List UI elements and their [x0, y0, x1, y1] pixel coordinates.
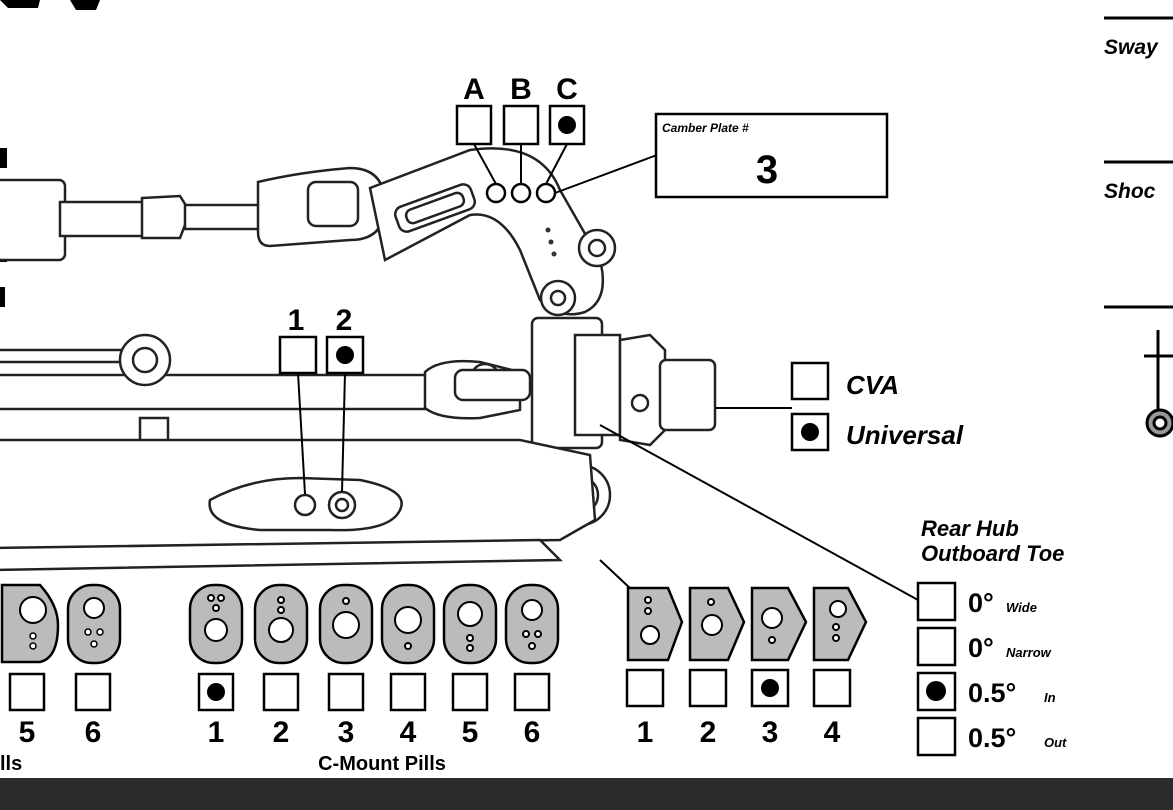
- rear-hub-title-line2: Outboard Toe: [921, 541, 1064, 566]
- hub-pill-2-checkbox[interactable]: [688, 668, 728, 708]
- lower-arm: [0, 438, 597, 572]
- hub-pill-number-4: 4: [824, 716, 841, 749]
- upper-camber-link: [0, 147, 617, 317]
- left-pill-6-checkbox[interactable]: [74, 672, 112, 712]
- camber-link-selected-dot: [558, 116, 576, 134]
- left-pill-5-checkbox[interactable]: [8, 672, 46, 712]
- camber-link-b-checkbox[interactable]: [502, 104, 540, 146]
- toe-wide-note: Wide: [1006, 600, 1037, 615]
- inner-mount-1-checkbox[interactable]: [278, 335, 318, 375]
- c-mount-pill-4-checkbox[interactable]: [389, 672, 427, 712]
- camber-link-a-checkbox[interactable]: [455, 104, 493, 146]
- hub-pill-number-3: 3: [762, 716, 779, 749]
- inner-mount-2-checkbox[interactable]: [325, 335, 365, 375]
- pill-6-shape: [66, 583, 122, 665]
- hub-pills: 1 2 3 4: [599, 559, 868, 749]
- cut-heading-fragment: [0, 0, 40, 8]
- left-pill-number-5: 5: [19, 716, 36, 749]
- camber-plate-title: Camber Plate #: [662, 121, 749, 135]
- camber-plate-value: 3: [756, 148, 778, 192]
- camber-link-selector: A B C: [455, 73, 658, 194]
- c-mount-number-3: 3: [338, 716, 355, 749]
- hub-pill-number-2: 2: [700, 716, 717, 749]
- toe-in-value: 0.5°: [968, 678, 1016, 708]
- left-pills: 5 6 lls: [0, 583, 122, 775]
- hub-pill-number-1: 1: [637, 716, 654, 749]
- left-pills-label-fragment: lls: [0, 753, 22, 775]
- hub-pill-1-checkbox[interactable]: [625, 668, 665, 708]
- c-mount-number-1: 1: [208, 716, 225, 749]
- driveshaft: [0, 333, 532, 462]
- camber-link-label-c: C: [556, 73, 578, 106]
- inner-mount-label-1: 1: [288, 304, 305, 337]
- c-mount-pills-label: C-Mount Pills: [318, 753, 446, 775]
- toe-in-note: In: [1044, 690, 1056, 705]
- driveshaft-selected-dot: [801, 423, 819, 441]
- rear-hub-toe-selector: Rear Hub Outboard Toe 0° Wide 0° Narrow …: [599, 424, 1067, 757]
- hub-pill-selected-dot: [761, 679, 779, 697]
- c-mount-number-2: 2: [273, 716, 290, 749]
- c-mount-pill-2-checkbox[interactable]: [262, 672, 300, 712]
- c-mount-selected-dot: [207, 683, 225, 701]
- driveshaft-universal-label: Universal: [846, 420, 964, 450]
- c-mount-number-5: 5: [462, 716, 479, 749]
- toe-out-value: 0.5°: [968, 723, 1016, 753]
- camber-link-label-b: B: [510, 73, 532, 106]
- driveshaft-selector: CVA Universal: [715, 361, 964, 452]
- toe-narrow-value: 0°: [968, 633, 994, 663]
- toe-narrow-note: Narrow: [1006, 645, 1052, 660]
- right-panel: Sway Shoc: [1104, 16, 1173, 438]
- inner-mount-selector: 1 2: [278, 304, 365, 495]
- camber-link-label-a: A: [463, 73, 485, 106]
- hub-pill-4-checkbox[interactable]: [812, 668, 852, 708]
- sway-bar-label: Sway: [1104, 36, 1159, 59]
- c-mount-pill-5-checkbox[interactable]: [451, 672, 489, 712]
- inner-mount-label-2: 2: [336, 304, 353, 337]
- c-mount-pill-3-checkbox[interactable]: [327, 672, 365, 712]
- c-mount-number-6: 6: [524, 716, 541, 749]
- camber-plate-box: Camber Plate # 3: [654, 112, 889, 199]
- toe-out-note: Out: [1044, 735, 1067, 750]
- toe-out-checkbox[interactable]: [916, 716, 957, 757]
- footer-bar: [0, 778, 1173, 810]
- toe-wide-checkbox[interactable]: [916, 581, 957, 622]
- cut-heading-fragment-2: [70, 0, 100, 10]
- rear-hub-title-line1: Rear Hub: [921, 516, 1019, 541]
- camber-holes-small: [545, 227, 557, 257]
- toe-narrow-checkbox[interactable]: [916, 626, 957, 667]
- c-mount-pill-6-checkbox[interactable]: [513, 672, 551, 712]
- toe-wide-value: 0°: [968, 588, 994, 618]
- driveshaft-cva-checkbox[interactable]: [790, 361, 830, 401]
- c-mount-pills: 1 2 3 4 5 6 C-Mount Pills: [188, 583, 560, 775]
- c-mount-number-4: 4: [400, 716, 417, 749]
- driveshaft-cva-label: CVA: [846, 370, 899, 400]
- shock-label: Shoc: [1104, 180, 1156, 203]
- left-pill-number-6: 6: [85, 716, 102, 749]
- inner-mount-selected-dot: [336, 346, 354, 364]
- toe-selected-dot: [926, 681, 946, 701]
- camber-link-holes: [485, 182, 557, 204]
- shock-mount-icon: [1144, 330, 1173, 438]
